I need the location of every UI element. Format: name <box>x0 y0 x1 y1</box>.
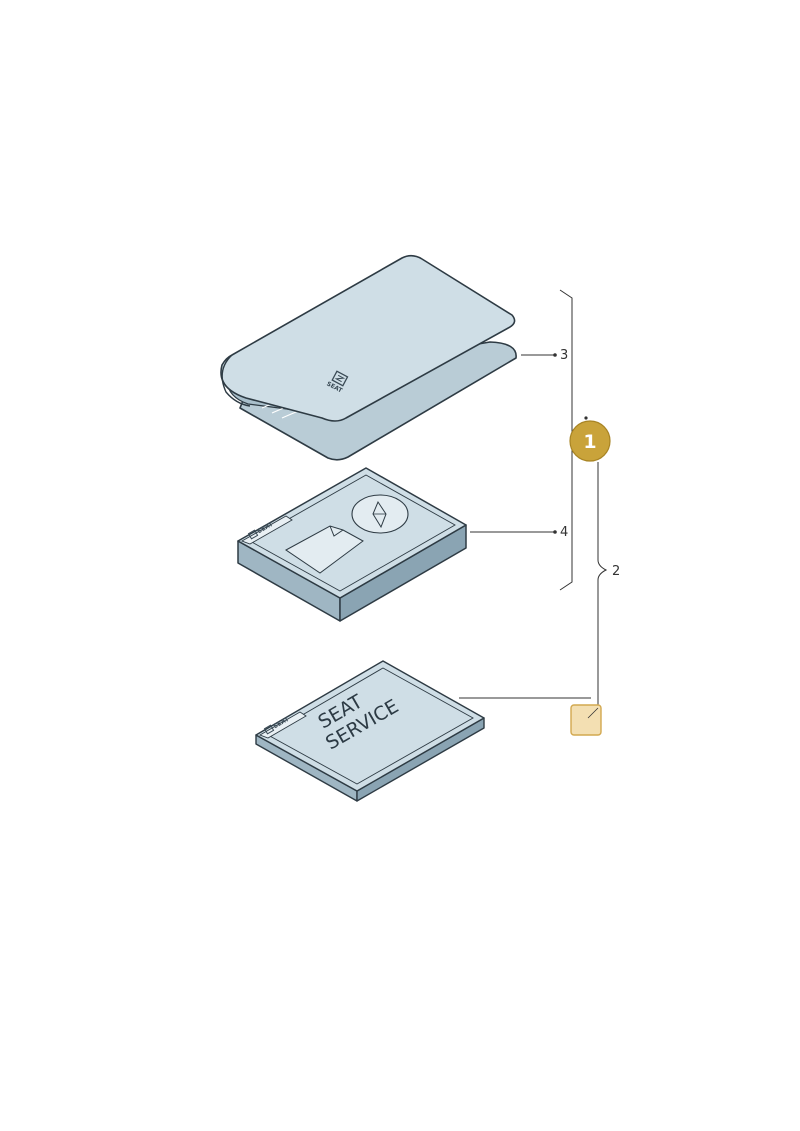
marker-square[interactable] <box>570 704 602 736</box>
wallet-top-cover <box>220 254 516 422</box>
part-number-4: 4 <box>560 525 568 540</box>
manual-box-illustration: SEAT <box>237 467 467 622</box>
leader-dot-4 <box>553 530 557 534</box>
service-booklet-logo-mark <box>263 724 275 735</box>
badge-connector-dot <box>584 416 588 420</box>
service-booklet-illustration: SEAT SEAT SERVICE <box>255 660 485 802</box>
badge-number: 1 <box>583 431 596 453</box>
manual-box-logo-mark <box>247 529 259 540</box>
leader-dot-3 <box>553 353 557 357</box>
wallet-illustration: SEAT <box>220 254 517 461</box>
service-booklet-cover <box>255 660 485 792</box>
part-2-brace <box>597 462 608 705</box>
marker-square-slash <box>587 707 599 719</box>
compass-needle-icon <box>372 500 387 529</box>
part-number-2: 2 <box>612 564 620 579</box>
wallet-spine <box>221 354 251 407</box>
service-booklet-inner-border <box>267 667 474 785</box>
callout-leaders: 3 4 2 <box>459 289 620 705</box>
document-icon <box>285 525 364 574</box>
wallet-logo-mark <box>331 370 349 387</box>
part-number-3: 3 <box>560 348 568 363</box>
manual-box-inner-border <box>249 474 456 592</box>
item-badge[interactable]: 1 <box>569 420 611 462</box>
badge-circle <box>569 420 611 462</box>
